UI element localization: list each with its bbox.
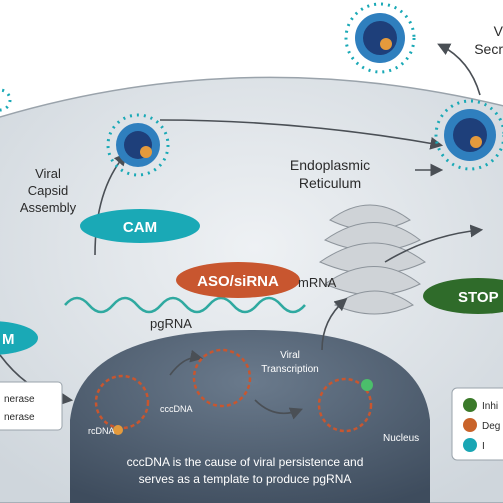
legend-swatch-inhibit <box>463 398 477 412</box>
rcdna-ring <box>94 374 150 435</box>
cccdna-ring-inhibited <box>317 377 373 433</box>
mrna-label: mRNA <box>298 275 337 290</box>
caption-line-1: cccDNA is the cause of viral persistence… <box>127 455 364 469</box>
stop-pill: STOP <box>423 278 503 314</box>
left-info-box: nerase nerase <box>0 381 63 431</box>
legend: Inhi Deg I <box>451 387 503 461</box>
virus-particle-3 <box>434 99 503 171</box>
assembly-label-1: Viral <box>35 166 61 181</box>
legend-label-degrade: Deg <box>482 421 500 432</box>
transcription-label-2: Transcription <box>261 364 318 375</box>
aso-sirna-pill: ASO/siRNA <box>176 262 300 298</box>
viral-secretion-label-2: Secr <box>474 41 503 57</box>
cam-pill: CAM <box>80 209 200 243</box>
pgrna-label: pgRNA <box>150 316 192 331</box>
rcdna-label: rcDNA <box>88 426 115 436</box>
cccdna-label: cccDNA <box>160 404 193 414</box>
cccdna-ring <box>192 348 252 408</box>
transcription-label-1: Viral <box>280 350 300 361</box>
virus-particle-1 <box>344 2 416 74</box>
left-box-line-2: nerase <box>4 412 35 423</box>
nucleus <box>70 330 430 503</box>
svg-text:ASO/siRNA: ASO/siRNA <box>197 273 279 290</box>
er-label-2: Reticulum <box>299 175 361 191</box>
svg-text:M: M <box>2 331 15 348</box>
viral-secretion-label-1: V <box>494 23 503 39</box>
legend-label-third: I <box>482 441 485 452</box>
caption-line-2: serves as a template to produce pgRNA <box>139 472 352 486</box>
svg-text:STOP: STOP <box>458 289 499 306</box>
svg-text:CAM: CAM <box>123 219 157 236</box>
assembly-label-3: Assembly <box>20 200 77 215</box>
assembly-label-2: Capsid <box>28 183 68 198</box>
left-box-line-1: nerase <box>4 394 35 405</box>
endoplasmic-reticulum <box>318 204 426 315</box>
left-cam-pill: M <box>0 321 38 355</box>
legend-swatch-third <box>463 438 477 452</box>
er-label-1: Endoplasmic <box>290 157 370 173</box>
virus-particle-2 <box>106 113 170 177</box>
virus-fragment-left <box>0 88 12 112</box>
legend-swatch-degrade <box>463 418 477 432</box>
legend-label-inhibit: Inhi <box>482 401 498 412</box>
nucleus-label: Nucleus <box>383 433 419 444</box>
pgrna-strand <box>64 296 306 314</box>
